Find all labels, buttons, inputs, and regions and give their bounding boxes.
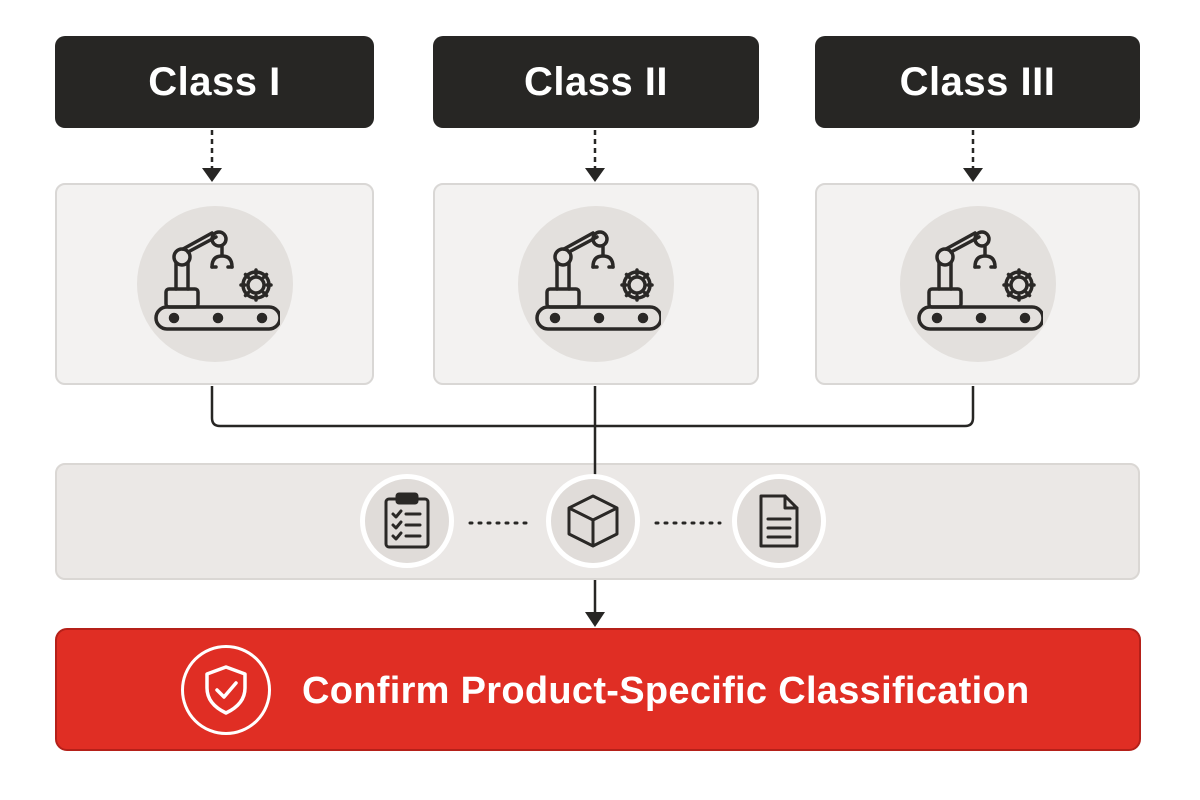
robotic-arm-conveyor-gear-icon [153, 230, 280, 331]
step-document-circle [732, 474, 826, 568]
arrowhead-class-3 [963, 168, 983, 182]
arrowhead-to-confirm [585, 612, 605, 627]
class-2-icon-circle [518, 206, 674, 362]
class-2-label: Class II [523, 59, 669, 104]
shield-check-icon [205, 665, 247, 715]
class-1-header: Class I [55, 36, 374, 128]
class-2-card [433, 183, 759, 385]
confirm-label: Confirm Product-Specific Classification [302, 670, 1030, 712]
class-3-icon-circle [899, 206, 1056, 362]
class-1-label: Class I [148, 59, 281, 104]
robotic-arm-conveyor-gear-icon [535, 230, 661, 331]
arrowhead-class-1 [202, 168, 222, 182]
arrowhead-class-2 [585, 168, 605, 182]
class-3-card [815, 183, 1140, 385]
class-3-header: Class III [815, 36, 1140, 128]
step-box-circle [546, 474, 640, 568]
class-3-label: Class III [899, 59, 1056, 104]
merge-bracket [210, 386, 975, 428]
box-icon [567, 494, 619, 548]
clipboard-checklist-icon [384, 492, 430, 549]
confirm-icon-circle [181, 645, 271, 735]
robotic-arm-conveyor-gear-icon [916, 230, 1043, 331]
document-icon [759, 494, 799, 548]
step-checklist-circle [360, 474, 454, 568]
class-2-header: Class II [433, 36, 759, 128]
confirm-classification-banner: Confirm Product-Specific Classification [55, 628, 1141, 751]
class-1-card [55, 183, 374, 385]
class-1-icon-circle [136, 206, 293, 362]
